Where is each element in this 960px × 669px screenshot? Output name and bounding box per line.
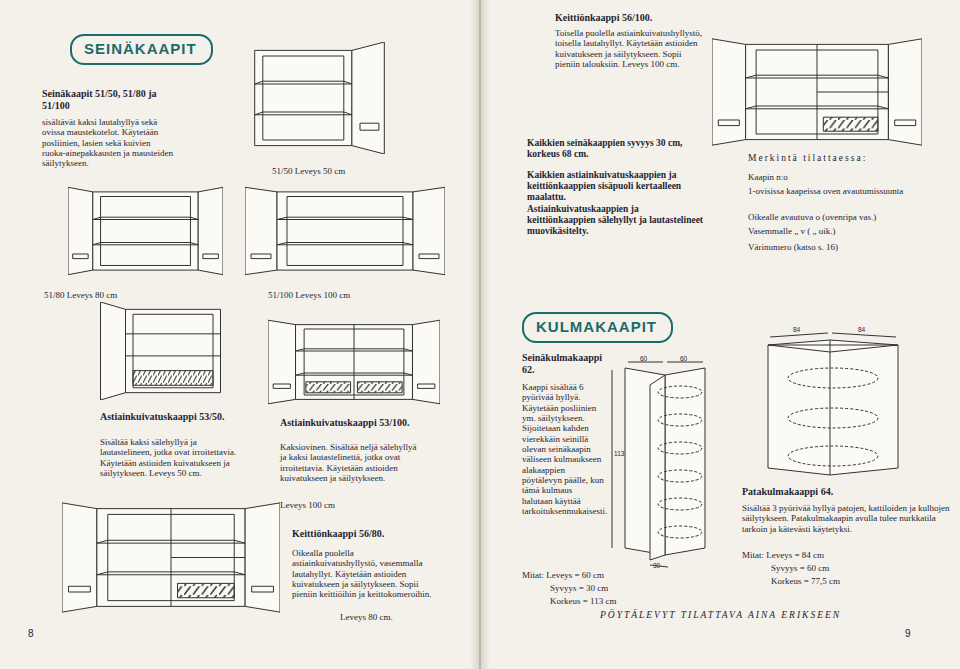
catalog-text: Kaikkien astiainkuivatuskaappien ja keit… [527, 170, 705, 203]
catalog-text: 51/80 Leveys 80 cm [44, 290, 174, 300]
section-banner: KULMAKAAPIT [522, 312, 673, 343]
dimension: 84 [793, 326, 800, 333]
catalog-text: Oikealle avautuva o (ovenripa vas.) [748, 212, 938, 222]
catalog-text: Syvyys = 30 cm [550, 583, 660, 593]
catalog-text: Mitat: Leveys = 84 cm [742, 550, 892, 560]
dimension: 60 [680, 355, 687, 362]
catalog-text: PÖYTÄLEVYT TILATTAVA AINA ERIKSEEN [600, 610, 841, 621]
catalog-text: Sisältää kaksi sälehyllyä ja lautastelin… [100, 437, 238, 478]
catalog-text: Astiainkuivatuskaappi 53/100. [280, 417, 430, 429]
catalog-text: 51/100 Leveys 100 cm [268, 290, 398, 300]
catalog-text: Mitat: Leveys = 60 cm [522, 570, 652, 580]
catalog-text: Syvyys = 60 cm [771, 563, 901, 573]
catalog-text: Korkeus = 77,5 cm [771, 576, 901, 586]
catalog-text: Kaikkien seinäkaappien syvyys 30 cm, kor… [527, 138, 705, 160]
catalog-text: Seinäkulmakaappi 62. [522, 352, 602, 375]
catalog-text: Astiainkuivatuskaappi 53/50. [100, 411, 250, 423]
catalog-text: 1-ovisissa kaapeissa oven avautumissuunt… [748, 186, 933, 196]
catalog-text: Värinumero (katso s. 16) [748, 242, 948, 252]
dimension: 60 [640, 355, 647, 362]
page-number: 8 [28, 628, 34, 640]
catalog-text: Sisältää 3 pyörivää hyllyä patojen, katt… [742, 503, 950, 534]
catalog-text: sisältävät kaksi lautahyllyä sekä ovissa… [42, 117, 174, 169]
catalog-text: Keittiönkaappi 56/80. [292, 528, 442, 540]
catalog-text: Korkeus = 113 cm [550, 596, 660, 606]
catalog-text: Merkintä tilattaessa: [748, 153, 948, 164]
catalog-text: Keittiönkaappi 56/100. [555, 12, 705, 24]
catalog-text: Kaksiovinen. Sisältää neljä sälehyllyä j… [280, 442, 422, 483]
catalog-text: Oikealla puolella astiainkuivatushyllyst… [292, 548, 440, 600]
catalog-text: Patakulmakaappi 64. [742, 486, 932, 498]
page-number: 9 [905, 628, 911, 640]
catalog-text: Kaappi sisältää 6 pyörivää hyllyä. Käyte… [522, 382, 604, 516]
catalog-text: Astiainkuivatuskaappien ja keittiönkaapp… [527, 204, 705, 237]
catalog-text: Leveys 80 cm. [340, 612, 440, 622]
dimension: 30 [653, 562, 660, 569]
section-banner: SEINÄKAAPIT [70, 34, 213, 65]
catalog-text: Vasemmalle „ v ( „ oik.) [748, 226, 938, 236]
catalog-text: Seinäkaapit 51/50, 51/80 ja 51/100 [42, 88, 177, 111]
catalog-text: Kaapin n:o [748, 172, 938, 182]
catalog-text: 51/50 Leveys 50 cm [272, 166, 402, 176]
catalog-text: Leveys 100 cm [280, 500, 410, 510]
banner-title: KULMAKAAPIT [536, 318, 657, 335]
dimension: 113 [614, 450, 624, 457]
banner-title: SEINÄKAAPIT [84, 40, 197, 57]
catalog-text: Toisella puolella astiainkuivatushyllyst… [555, 28, 707, 69]
dimension: 84 [858, 326, 865, 333]
